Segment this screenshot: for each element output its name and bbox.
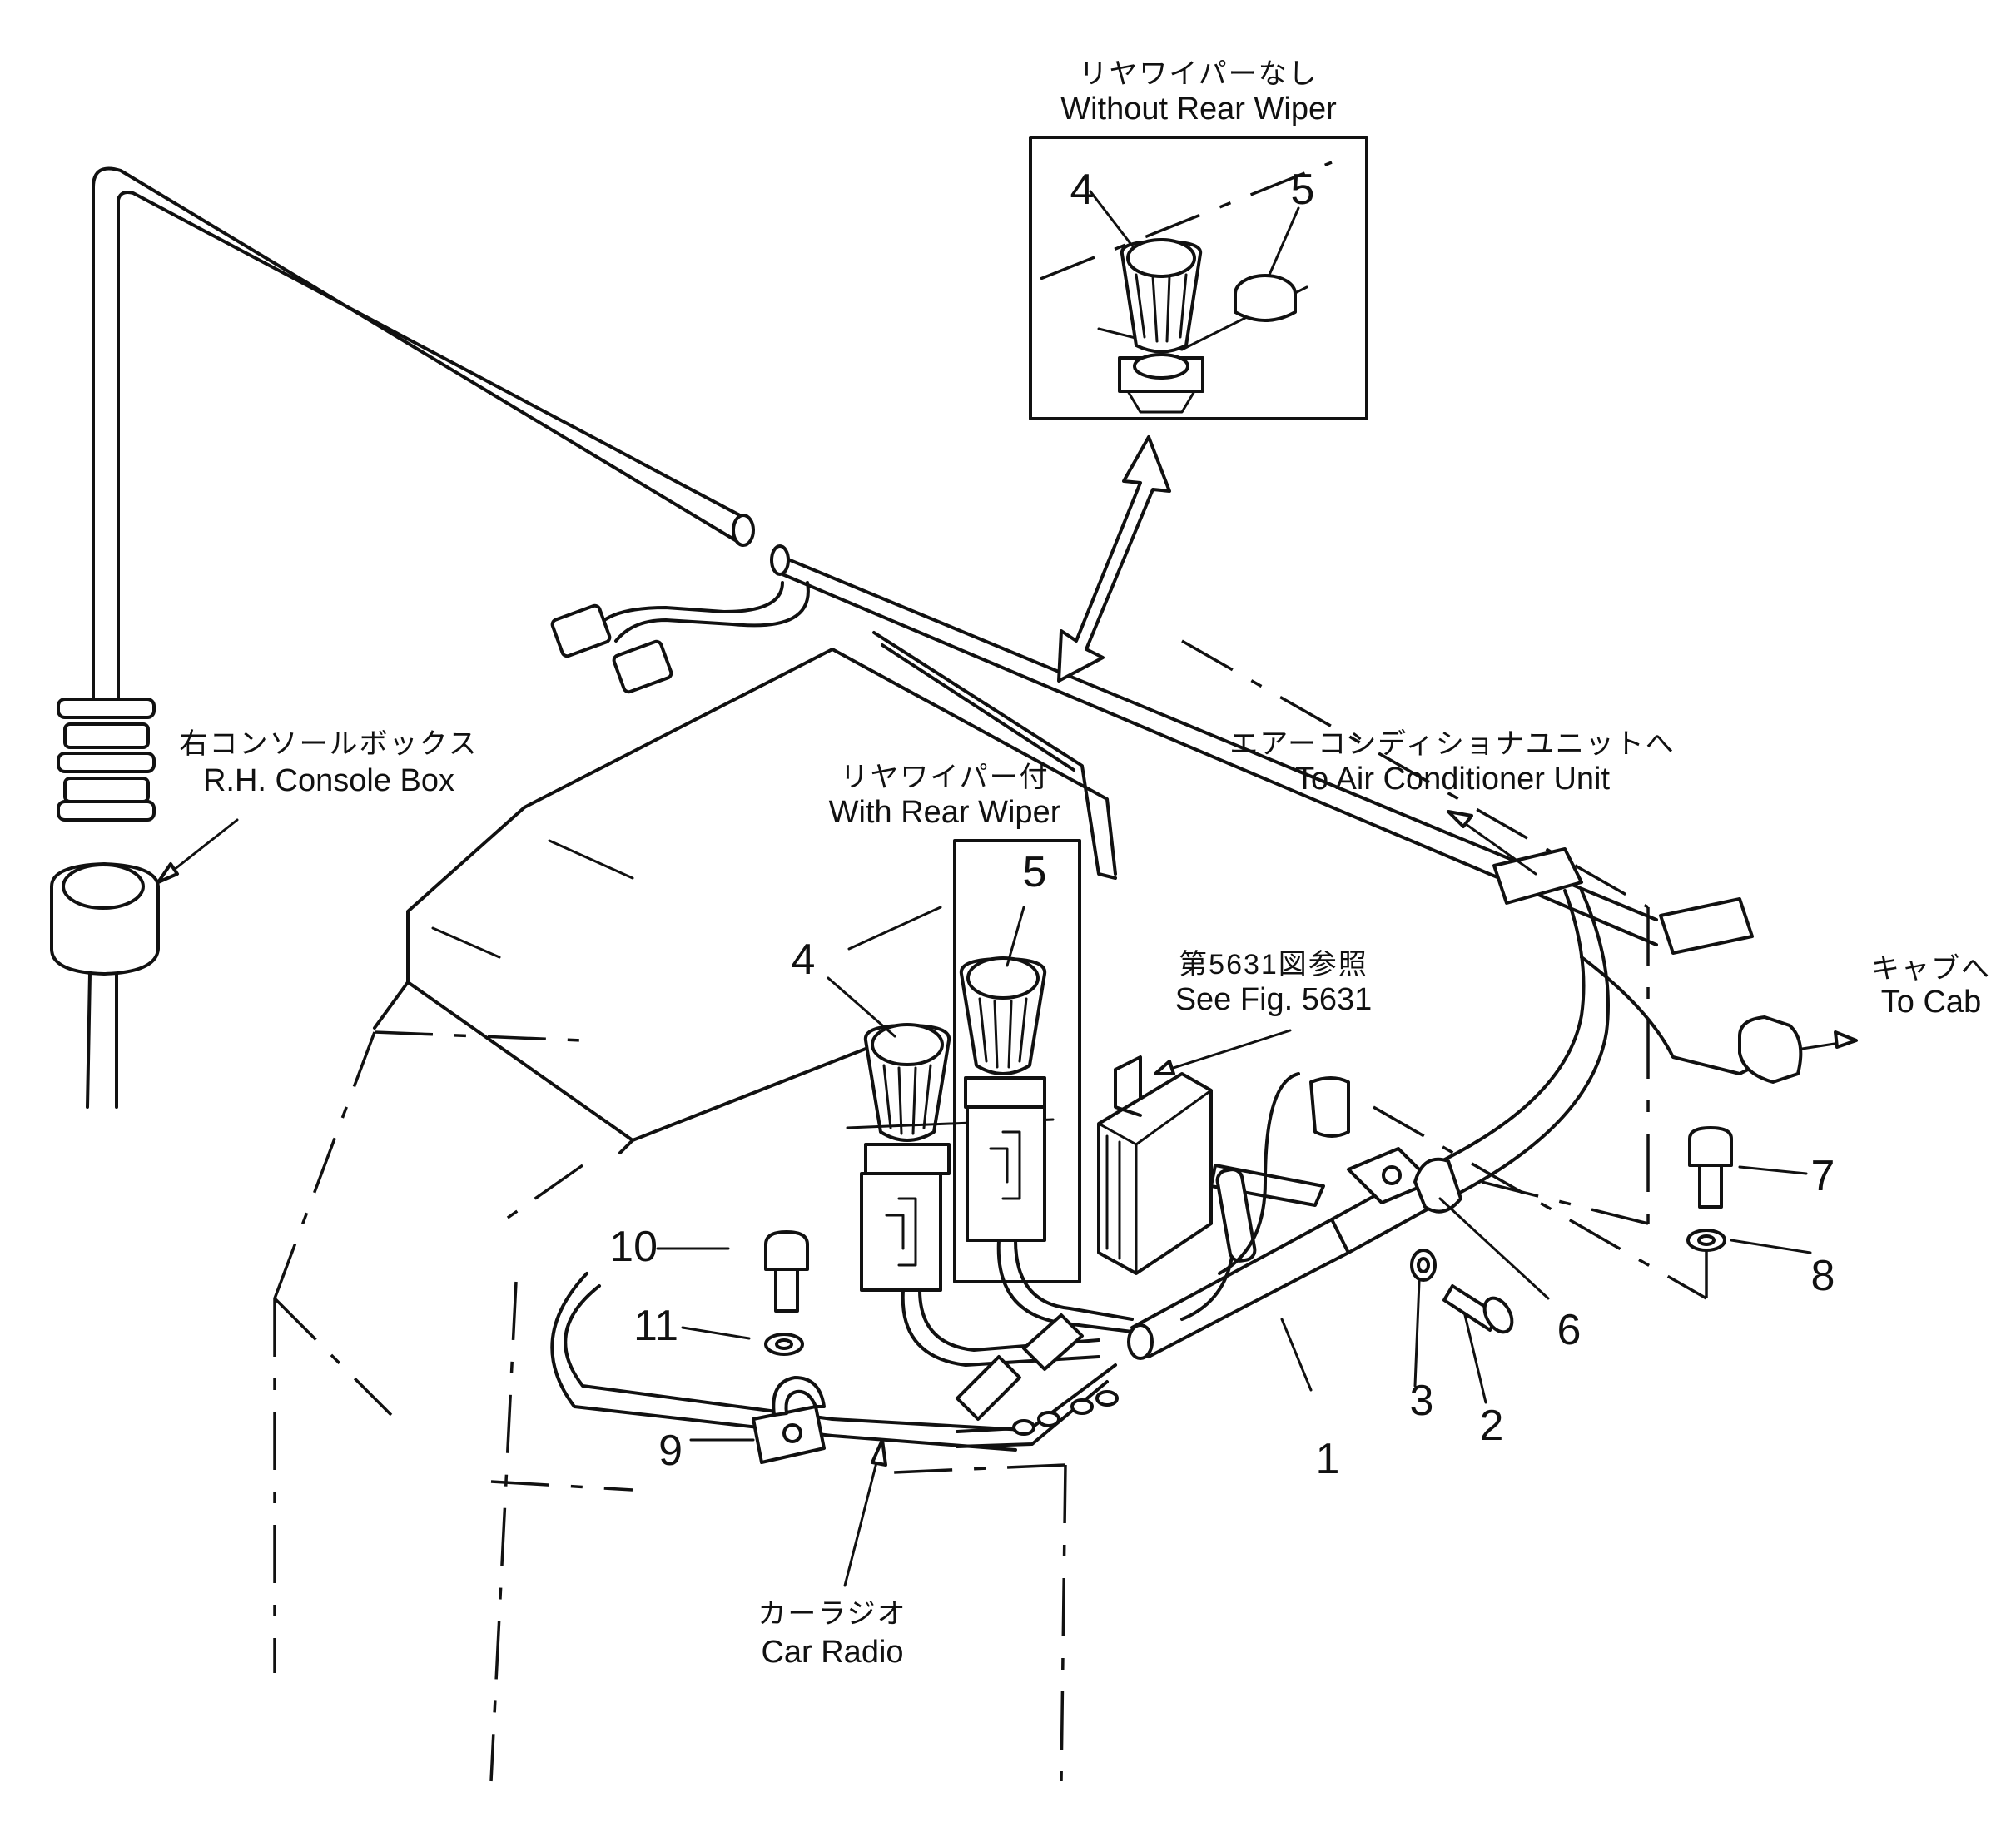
car-radio-jp: カーラジオ xyxy=(757,1598,906,1630)
part-number-2: 2 xyxy=(1480,1402,1504,1450)
label-with-rear-wiper: リヤワイパー付 With Rear Wiper xyxy=(829,762,1061,830)
label-car-radio: カーラジオ Car Radio xyxy=(757,1598,906,1670)
part-number-1: 1 xyxy=(1316,1435,1340,1483)
part-number-7: 7 xyxy=(1811,1152,1835,1200)
branch-connectors xyxy=(550,581,810,694)
see-fig-jp: 第5631図参照 xyxy=(1179,949,1368,981)
label-to-cab: キャブへ To Cab xyxy=(1871,953,1991,1020)
part-number-4: 4 xyxy=(792,936,816,984)
part-number-4-inset: 4 xyxy=(1070,166,1095,214)
bolt-2 xyxy=(1442,1284,1514,1334)
washer-11 xyxy=(764,1333,804,1356)
label-without-rear-wiper: リヤワイパーなし Without Rear Wiper xyxy=(1060,58,1337,127)
console-box-en: R.H. Console Box xyxy=(203,763,454,798)
part-number-3: 3 xyxy=(1410,1377,1434,1425)
part-number-6: 6 xyxy=(1557,1306,1582,1354)
part-number-8: 8 xyxy=(1811,1252,1835,1300)
console-housing-outline xyxy=(273,639,1708,1782)
relay xyxy=(1097,1055,1213,1275)
label-see-fig: 第5631図参照 See Fig. 5631 xyxy=(1175,949,1373,1017)
car-radio-en: Car Radio xyxy=(761,1635,903,1670)
part-number-5-inset: 5 xyxy=(1291,166,1315,214)
inset-without-rear-wiper xyxy=(1029,136,1368,420)
part-number-5: 5 xyxy=(1023,848,1047,896)
leader-lines xyxy=(656,190,1812,1442)
without-rear-wiper-jp: リヤワイパーなし xyxy=(1079,58,1318,90)
to-cab-en: To Cab xyxy=(1881,985,1981,1020)
air-conditioner-jp: エアーコンディショナユニットへ xyxy=(1229,728,1676,760)
part-numbers: 4 5 4 5 10 11 9 1 3 2 6 7 8 xyxy=(609,166,1835,1483)
part-number-9: 9 xyxy=(658,1427,683,1475)
switch-knob-4 xyxy=(846,1023,1055,1292)
to-cab-jp: キャブへ xyxy=(1871,953,1991,985)
clamp-6 xyxy=(1347,1147,1462,1214)
washer-3 xyxy=(1410,1249,1437,1282)
switch-knob-5 xyxy=(959,956,1047,1242)
console-socket xyxy=(50,862,160,1109)
washer-8 xyxy=(1686,1229,1726,1252)
label-console-box: 右コンソールボックス R.H. Console Box xyxy=(180,728,479,798)
with-rear-wiper-jp: リヤワイパー付 xyxy=(840,762,1049,793)
pointer-arrows xyxy=(156,810,1858,1587)
with-rear-wiper-en: With Rear Wiper xyxy=(829,795,1061,830)
see-fig-en: See Fig. 5631 xyxy=(1175,982,1373,1017)
swap-double-arrow xyxy=(1057,435,1171,683)
part-number-11: 11 xyxy=(633,1302,678,1350)
console-box-jp: 右コンソールボックス xyxy=(180,728,479,760)
with-rear-wiper-bracket xyxy=(953,839,1081,1283)
ac-connector xyxy=(1492,847,1758,1075)
air-conditioner-en: To Air Conditioner Unit xyxy=(1295,762,1611,797)
wire-loop-connector xyxy=(1218,1072,1350,1275)
diode-clip xyxy=(1180,1164,1325,1321)
bolt-10 xyxy=(764,1230,809,1313)
part-number-10: 10 xyxy=(609,1223,658,1271)
cab-connector xyxy=(1738,1015,1803,1084)
grommet xyxy=(57,698,156,822)
console-box-block xyxy=(373,648,1117,1154)
lower-harness xyxy=(550,889,1610,1452)
clamp-9 xyxy=(752,1376,826,1464)
without-rear-wiper-en: Without Rear Wiper xyxy=(1060,92,1337,127)
bolt-7 xyxy=(1688,1126,1733,1209)
harness-down-run xyxy=(872,631,1117,880)
label-air-conditioner: エアーコンディショナユニットへ To Air Conditioner Unit xyxy=(1229,728,1676,797)
